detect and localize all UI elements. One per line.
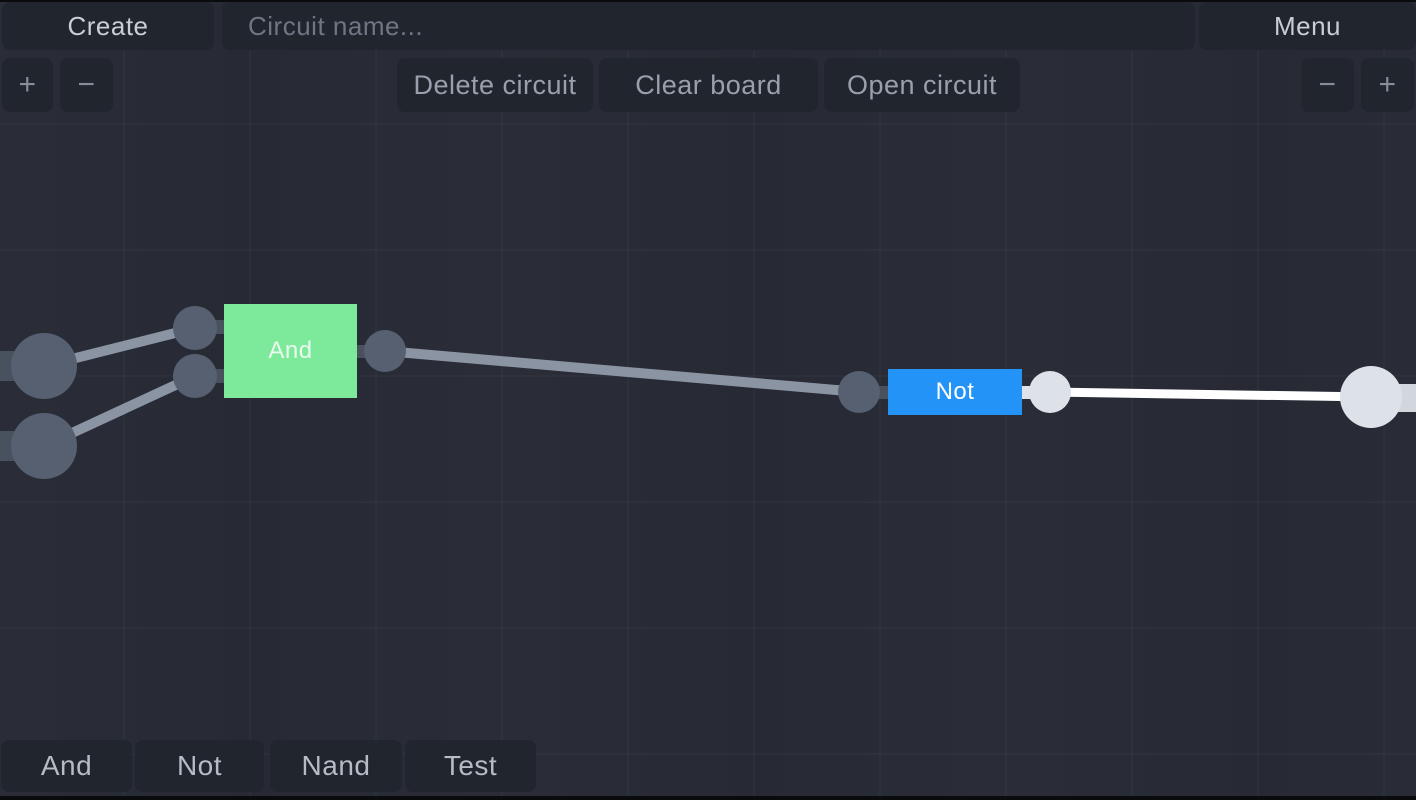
- create-button[interactable]: Create: [2, 2, 214, 50]
- and-input-pin-1[interactable]: [173, 306, 217, 350]
- top-screen-edge: [0, 0, 1416, 2]
- circuit-name-input[interactable]: [222, 2, 1195, 50]
- zoom-in-left-button[interactable]: +: [2, 58, 53, 112]
- zoom-out-right-button[interactable]: −: [1301, 58, 1354, 112]
- open-circuit-button[interactable]: Open circuit: [824, 58, 1020, 112]
- and-input-pin-2[interactable]: [173, 354, 217, 398]
- wire-and-to-not: [384, 346, 860, 397]
- not-input-pin[interactable]: [838, 371, 880, 413]
- board-output-node[interactable]: [1340, 366, 1402, 428]
- palette-item-and[interactable]: And: [1, 740, 132, 792]
- delete-circuit-button[interactable]: Delete circuit: [397, 58, 593, 112]
- gate-and[interactable]: And: [224, 304, 357, 398]
- wire-not-to-output: [1049, 387, 1372, 402]
- palette-item-test[interactable]: Test: [405, 740, 536, 792]
- zoom-out-left-button[interactable]: −: [60, 58, 113, 112]
- bottom-screen-edge: [0, 796, 1416, 800]
- gate-not[interactable]: Not: [888, 369, 1022, 415]
- and-out-connector: [355, 345, 367, 358]
- not-output-pin[interactable]: [1029, 371, 1071, 413]
- and-output-pin[interactable]: [364, 330, 406, 372]
- palette-item-not[interactable]: Not: [135, 740, 264, 792]
- zoom-in-right-button[interactable]: +: [1361, 58, 1414, 112]
- menu-button[interactable]: Menu: [1199, 2, 1416, 50]
- clear-board-button[interactable]: Clear board: [599, 58, 818, 112]
- palette-item-nand[interactable]: Nand: [270, 740, 402, 792]
- board-input-node-b[interactable]: [11, 413, 77, 479]
- board-input-node-a[interactable]: [11, 333, 77, 399]
